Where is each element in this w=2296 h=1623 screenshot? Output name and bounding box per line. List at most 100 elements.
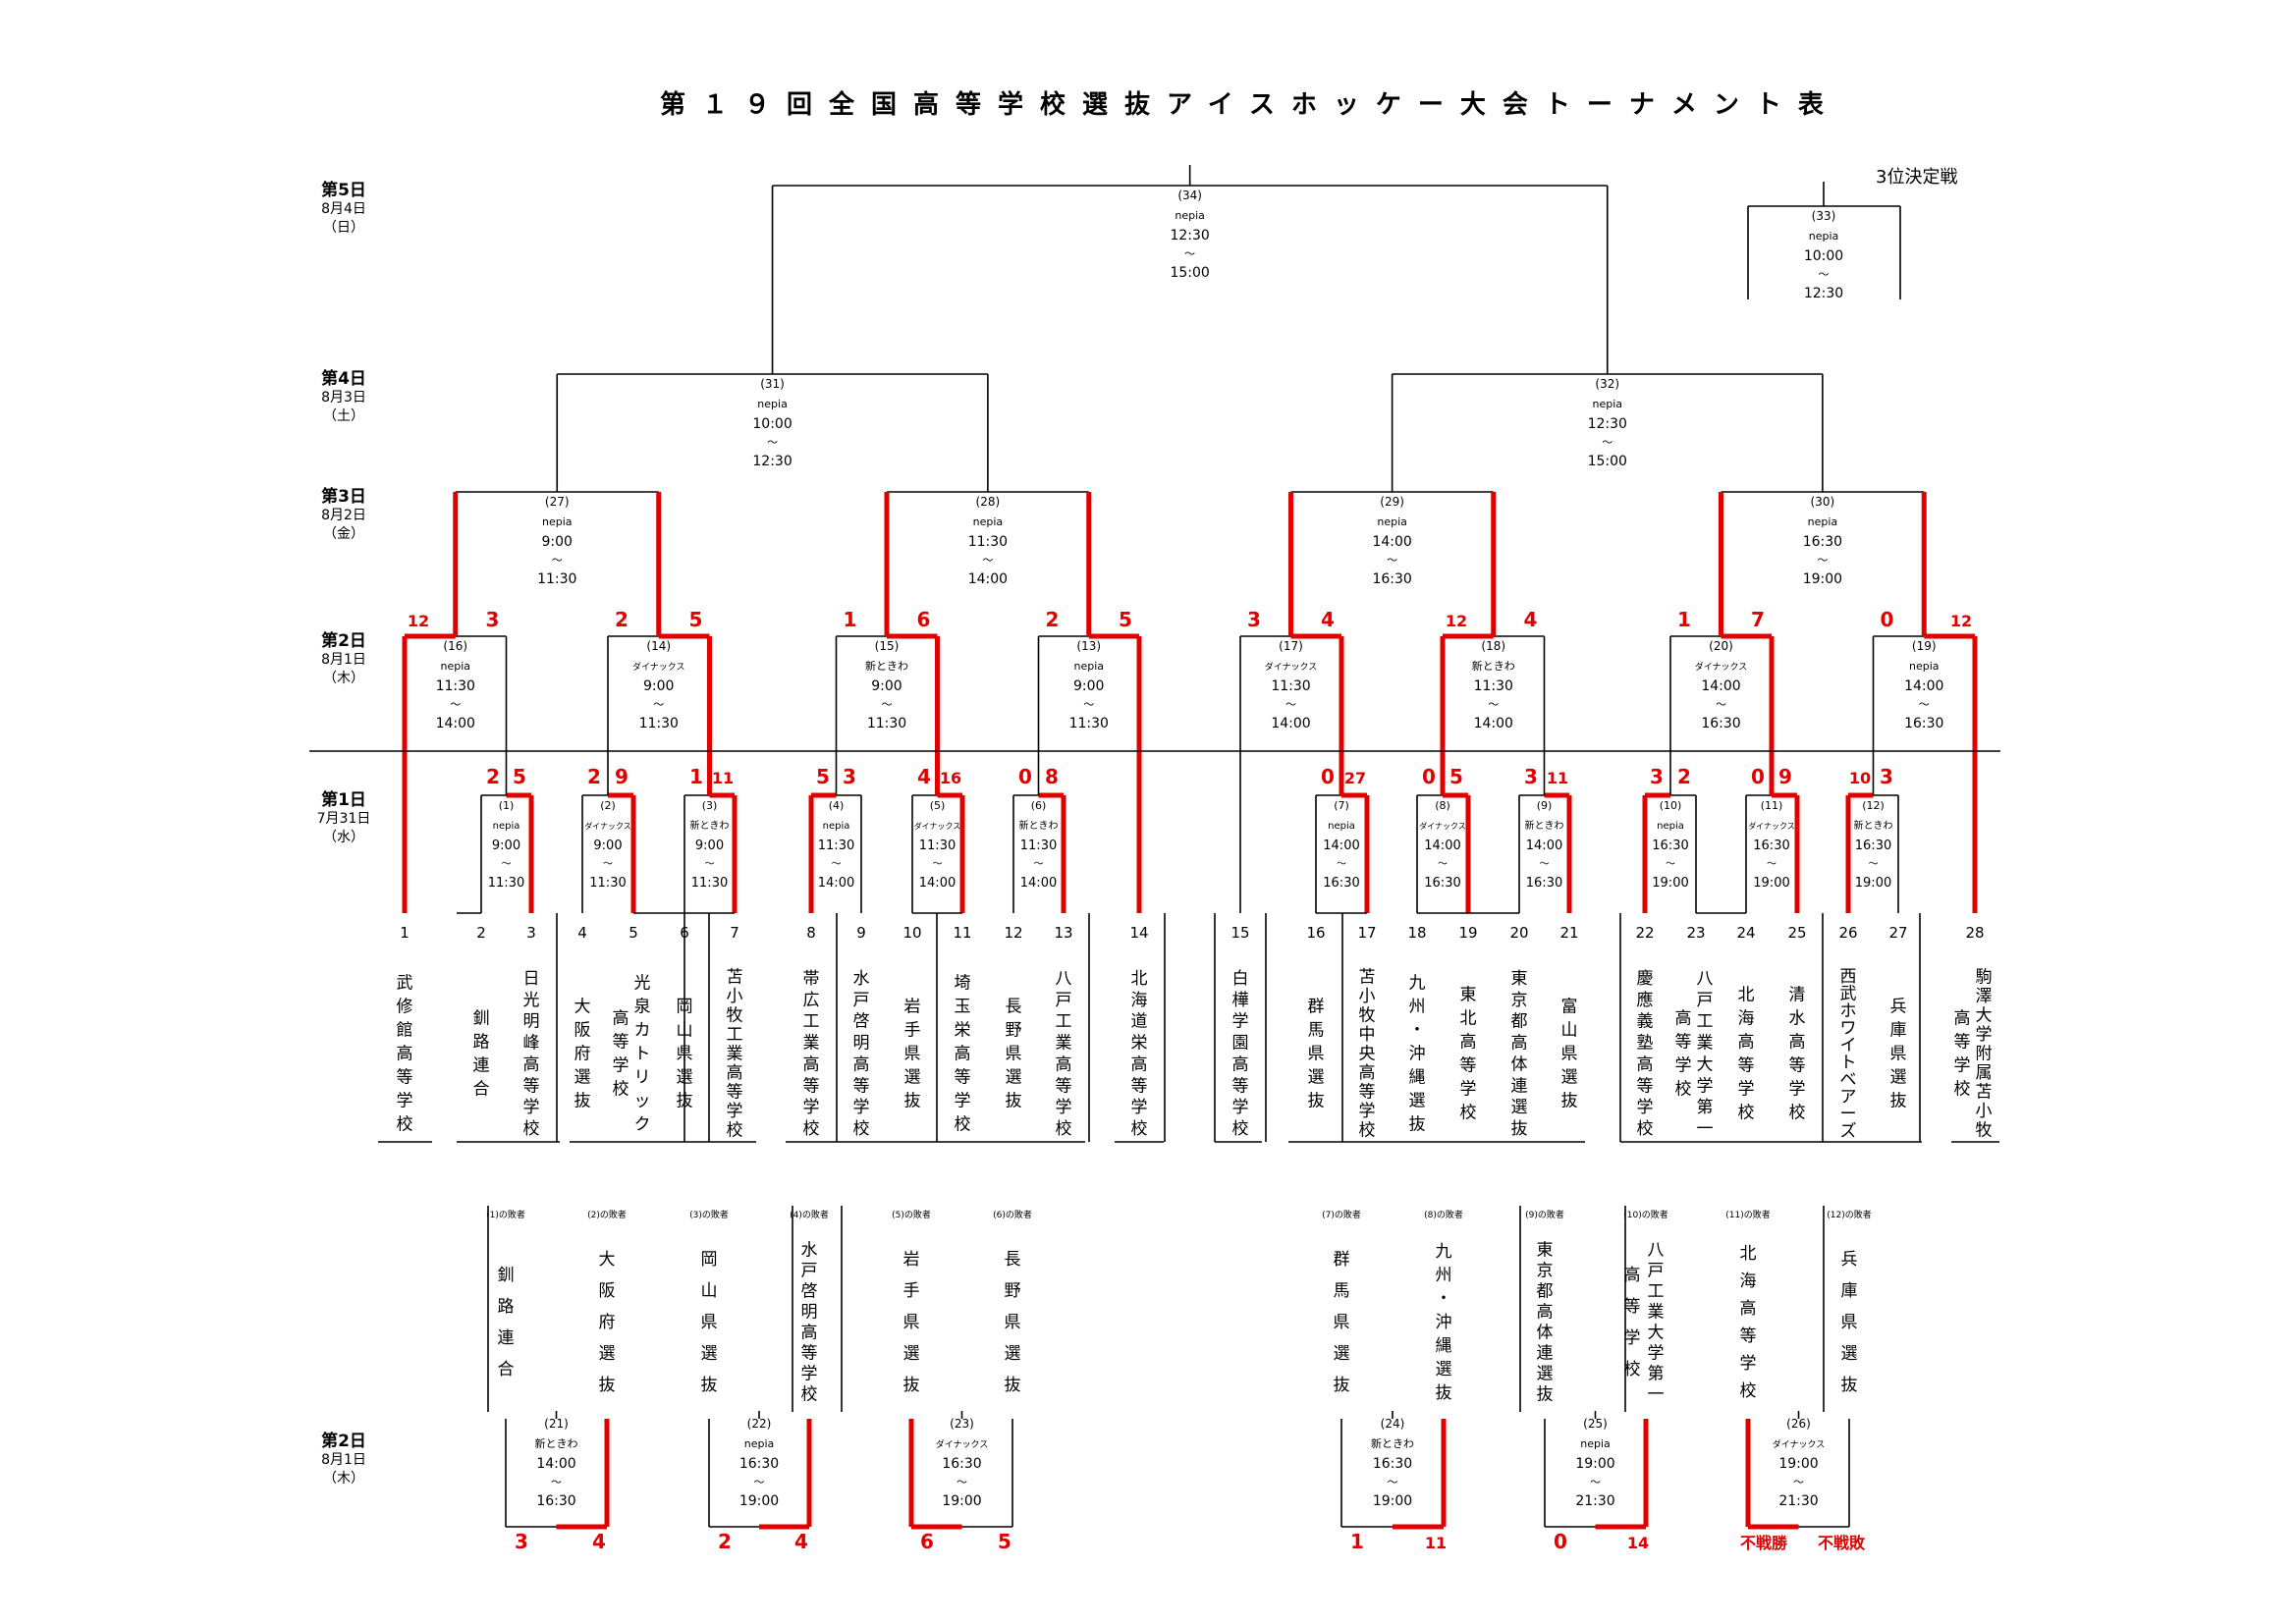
- match-start-time: 14:00: [1323, 839, 1359, 853]
- team-name-char: ワ: [1840, 1018, 1857, 1038]
- time-separator: ～: [1869, 859, 1879, 870]
- team-name-char: イ: [1840, 1036, 1857, 1055]
- match-venue: ダイナックス: [1748, 821, 1795, 831]
- day-weekday: （金）: [323, 526, 364, 542]
- team-name-char: ズ: [1840, 1121, 1857, 1141]
- team-number: 26: [1838, 924, 1857, 942]
- team-name-char: 慶: [1637, 969, 1654, 989]
- team-name-char: 学: [1740, 1354, 1757, 1374]
- score-left: 12: [408, 612, 429, 630]
- team-name-char: 校: [1232, 1119, 1249, 1139]
- team-name-char: 県: [1561, 1045, 1578, 1064]
- score-left: 3: [1247, 608, 1261, 631]
- team-name-char: 抜: [1841, 1376, 1858, 1395]
- team-name-char: 武: [1840, 984, 1857, 1003]
- team-number: 10: [902, 924, 921, 942]
- team-name-char: ト: [1840, 1053, 1857, 1072]
- match-end-time: 14:00: [919, 876, 956, 891]
- team-name-char: 抜: [904, 1092, 921, 1111]
- team-name-char: 路: [473, 1033, 490, 1053]
- team-number: 7: [730, 924, 739, 942]
- time-separator: ～: [982, 554, 993, 567]
- score-left: 3: [1524, 765, 1538, 788]
- match-end-time: 15:00: [1170, 265, 1209, 281]
- team-number: 4: [577, 924, 587, 942]
- team-name-char: カ: [634, 1021, 651, 1041]
- team-name-char: 啓: [801, 1282, 818, 1302]
- team-name-char: 校: [1740, 1381, 1757, 1401]
- team-name-char: 高: [1789, 1033, 1806, 1053]
- team-name-char: 学: [1738, 1080, 1755, 1100]
- team-name-char: 大: [574, 998, 591, 1017]
- match-venue: ダイナックス: [1419, 821, 1466, 831]
- match-end-time: 16:30: [1424, 876, 1460, 891]
- team-name-char: 小: [727, 987, 743, 1006]
- team-name-char: 一: [1697, 1119, 1714, 1139]
- score-right: 12: [1950, 612, 1972, 630]
- team-name-char: 高: [523, 1055, 540, 1074]
- match-venue: ダイナックス: [936, 1438, 989, 1450]
- time-separator: ～: [1034, 859, 1044, 870]
- team-name-char: 栄: [955, 1021, 971, 1041]
- team-name-char: 選: [903, 1344, 920, 1364]
- time-separator: ～: [551, 1476, 562, 1488]
- team-name-char: 大: [1697, 1055, 1714, 1074]
- time-separator: ～: [754, 1476, 765, 1488]
- team-name-char: ー: [1840, 1105, 1857, 1124]
- match-end-time: 16:30: [1904, 716, 1943, 731]
- match-start-time: 14:00: [1372, 534, 1411, 550]
- team-name-char: 等: [1954, 1033, 1971, 1053]
- match-start-time: 9:00: [871, 678, 902, 694]
- team-name-char: 等: [1056, 1076, 1072, 1096]
- score-right: 5: [513, 765, 526, 788]
- team-name-char: 高: [1460, 1033, 1477, 1053]
- match-number: (12): [1862, 799, 1885, 812]
- team-name-char: 道: [1131, 1012, 1148, 1032]
- score-left: 0: [1881, 608, 1894, 631]
- team-name-char: 牧: [1976, 1120, 1993, 1140]
- match-venue: nepia: [823, 821, 850, 832]
- team-name-char: 兵: [1841, 1250, 1858, 1270]
- score-right: 不戦敗: [1818, 1534, 1866, 1552]
- match-number: (17): [1279, 639, 1303, 653]
- team-name-char: 戸: [1056, 991, 1072, 1010]
- team-name-char: 業: [1056, 1034, 1072, 1054]
- match-venue: ダイナックス: [1773, 1438, 1826, 1450]
- team-name-char: 校: [803, 1119, 820, 1139]
- day-date: 8月4日: [321, 201, 366, 217]
- team-name-char: 北: [1740, 1244, 1757, 1264]
- team-name-char: 学: [1648, 1344, 1665, 1364]
- team-name-char: 中: [1359, 1025, 1376, 1045]
- time-separator: ～: [450, 698, 461, 711]
- match-number: (2): [600, 799, 616, 812]
- match-start-time: 14:00: [1904, 678, 1943, 694]
- team-name-char: 抜: [1537, 1385, 1554, 1405]
- team-number: 22: [1635, 924, 1654, 942]
- team-name-char: 牧: [1359, 1006, 1376, 1026]
- match-venue: nepia: [440, 660, 470, 673]
- team-name-char: 央: [1359, 1045, 1376, 1064]
- team-name-char: 野: [1006, 1021, 1022, 1041]
- team-name-char: 都: [1537, 1282, 1554, 1302]
- day-date: 8月1日: [321, 652, 366, 668]
- match-end-time: 21:30: [1575, 1493, 1614, 1509]
- score-left: 5: [816, 765, 830, 788]
- team-name-char: 高: [727, 1063, 743, 1083]
- match-start-time: 16:30: [739, 1456, 779, 1472]
- team-name-char: 学: [1359, 1102, 1376, 1121]
- match-start-time: 10:00: [752, 416, 792, 432]
- match-number: (26): [1786, 1417, 1811, 1431]
- team-name-char: 苫: [1359, 968, 1376, 988]
- team-name-char: 等: [1131, 1076, 1148, 1096]
- team-name-char: 連: [473, 1056, 490, 1076]
- team-name-char: 埼: [955, 974, 971, 994]
- match-start-time: 11:30: [1020, 839, 1057, 853]
- team-name-char: 等: [1789, 1056, 1806, 1076]
- day-number: 第4日: [321, 369, 366, 389]
- match-start-time: 16:30: [1855, 839, 1891, 853]
- match-end-time: 16:30: [536, 1493, 575, 1509]
- team-name-char: 大: [1976, 1006, 1993, 1026]
- time-separator: ～: [957, 1476, 967, 1488]
- time-separator: ～: [1540, 859, 1550, 870]
- team-name-char: 学: [1697, 1076, 1714, 1096]
